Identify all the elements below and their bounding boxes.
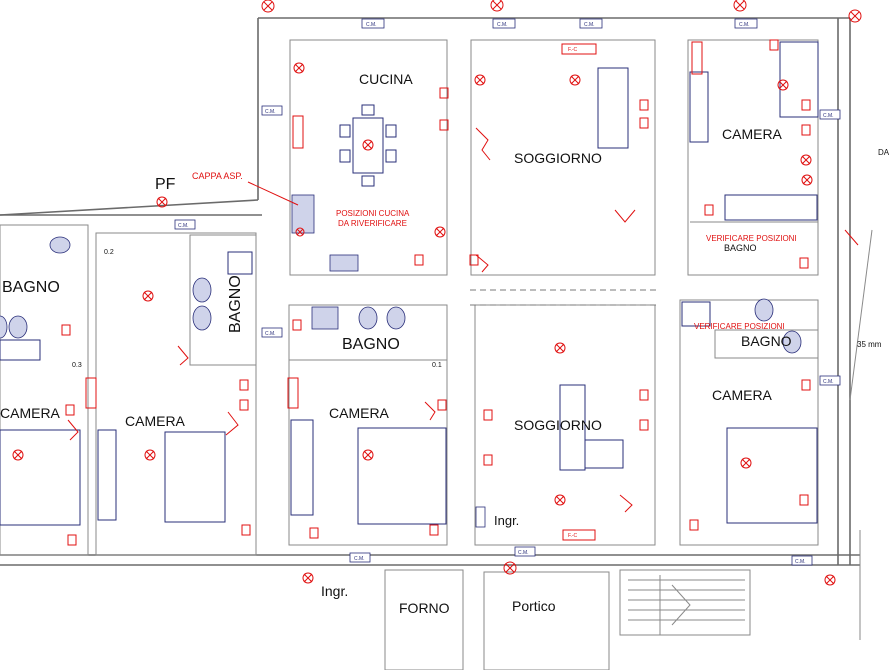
room-label-camera-left: CAMERA [125, 413, 186, 429]
switch-lines [67, 127, 859, 513]
room-label-cucina: CUCINA [359, 71, 413, 87]
bed-camera-far-left [0, 429, 81, 526]
svg-text:C.M.: C.M. [823, 379, 834, 385]
svg-text:C.M.: C.M. [265, 109, 276, 115]
svg-text:C.M.: C.M. [795, 559, 806, 565]
svg-text:C.M.: C.M. [178, 223, 189, 229]
label-pf: PF [155, 176, 176, 193]
room-label-forno: FORNO [399, 600, 450, 616]
note-q01: 0.1 [432, 362, 442, 369]
annotations: CAPPA ASP. POSIZIONI CUCINA DA RIVERIFIC… [72, 148, 890, 369]
kitchen-table [352, 117, 384, 174]
note-da: DA [878, 148, 890, 157]
note-posizioni-cucina-1: POSIZIONI CUCINA [336, 209, 410, 218]
svg-text:C.M.: C.M. [823, 113, 834, 119]
note-verificare-lower: VERIFICARE POSIZIONI [694, 322, 785, 331]
svg-text:C.M.: C.M. [497, 22, 508, 28]
fc-label-bottom: F.-C [568, 533, 578, 539]
fc-boxes: F.-C F.-C [85, 41, 703, 541]
bed-top-right [779, 41, 819, 118]
svg-text:C.M.: C.M. [265, 331, 276, 337]
electrical-symbols: F.-C F.-C [12, 0, 862, 586]
note-cappa: CAPPA ASP. [192, 171, 243, 181]
room-label-bagno-vertical: BAGNO [227, 275, 244, 333]
note-verificare-upper: VERIFICARE POSIZIONI [706, 234, 797, 243]
fc-label: F.-C [568, 47, 578, 53]
light-points [12, 0, 862, 586]
room-label-camera-right: CAMERA [712, 387, 773, 403]
label-ingr-left: Ingr. [321, 583, 348, 599]
note-q03: 0.3 [72, 362, 82, 369]
svg-text:C.M.: C.M. [354, 556, 365, 562]
room-label-bagno-right: BAGNO [741, 333, 792, 349]
stairs [628, 575, 745, 635]
room-label-bagno-left: BAGNO [2, 279, 60, 296]
room-labels: CUCINA SOGGIORNO CAMERA BAGNO CAMERA CAM… [0, 71, 792, 616]
room-label-portico: Portico [512, 598, 556, 614]
label-ingr-center: Ingr. [494, 513, 519, 528]
sofa [559, 384, 586, 471]
svg-text:C.M.: C.M. [739, 22, 750, 28]
svg-text:C.M.: C.M. [584, 22, 595, 28]
room-label-bagno-small: BAGNO [724, 243, 757, 253]
room-label-camera-mid: CAMERA [329, 405, 390, 421]
room-label-camera-top-right: CAMERA [722, 126, 783, 142]
room-label-soggiorno-top: SOGGIORNO [514, 150, 602, 166]
room-label-bagno-center: BAGNO [342, 336, 400, 353]
fixtures [0, 41, 819, 526]
note-dim-35: 35 mm [857, 340, 882, 349]
stove [291, 194, 315, 234]
kitchen-sink [329, 254, 359, 272]
cm-boxes: C.M. C.M. C.M. C.M. C.M. C.M. C.M. C.M. … [174, 18, 841, 566]
bed-camera-right [726, 427, 818, 524]
svg-text:C.M.: C.M. [518, 550, 529, 556]
room-label-camera-far-left: CAMERA [0, 405, 61, 421]
bed-camera-left [164, 431, 226, 523]
note-posizioni-cucina-2: DA RIVERIFICARE [338, 219, 407, 228]
note-q02: 0.2 [104, 249, 114, 256]
walls [0, 17, 873, 670]
bed-camera-mid [357, 427, 447, 525]
dining-table [597, 67, 629, 149]
svg-text:C.M.: C.M. [366, 22, 377, 28]
room-label-soggiorno-mid: SOGGIORNO [514, 417, 602, 433]
socket-marks [61, 39, 811, 546]
